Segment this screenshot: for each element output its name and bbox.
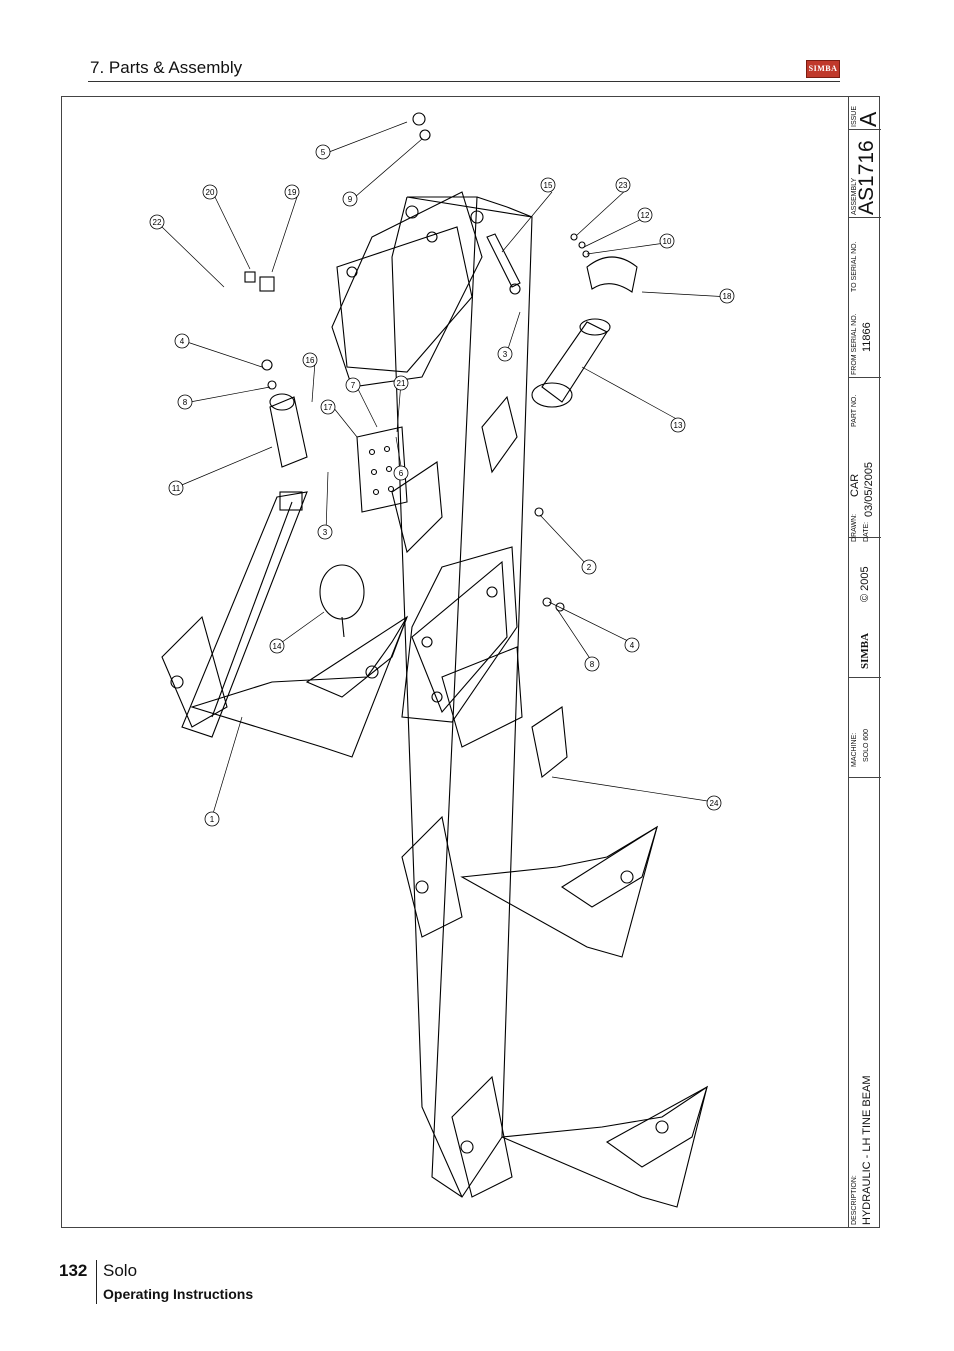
- pivot-pin: [486, 233, 521, 295]
- callout-3: 3: [503, 350, 508, 359]
- callout-18: 18: [723, 292, 732, 301]
- drawn-label: DRAWN:: [851, 513, 858, 542]
- callout-12: 12: [641, 211, 650, 220]
- callout-8: 8: [590, 660, 595, 669]
- title-block: ISSUE A ASSEMBLY AS1716 TO SERIAL NO. FR…: [848, 97, 881, 1227]
- assembly-number: AS1716: [855, 140, 878, 215]
- tine-assembly-3: [451, 1075, 708, 1208]
- callout-4: 4: [630, 641, 635, 650]
- description-value: HYDRAULIC - LH TINE BEAM: [861, 1075, 873, 1225]
- date-value: 03/05/2005: [863, 461, 875, 517]
- footer-divider: [96, 1260, 97, 1304]
- date-label: DATE:: [863, 521, 870, 542]
- from-serial-label: FROM SERIAL NO.: [851, 313, 858, 375]
- valve-block: [356, 426, 408, 513]
- callout-17: 17: [324, 403, 333, 412]
- main-beam: [391, 196, 533, 1198]
- page-number: 132: [59, 1261, 88, 1280]
- callout-6: 6: [399, 469, 404, 478]
- drawn-value: CAR: [849, 473, 861, 497]
- machine-value: SOLO 600: [863, 728, 870, 762]
- callout-11: 11: [172, 484, 181, 493]
- section-title: 7. Parts & Assembly: [90, 58, 243, 77]
- callout-15: 15: [544, 181, 553, 190]
- callout-8: 8: [183, 398, 188, 407]
- tine-assembly-1: [161, 615, 409, 758]
- document-name: Operating Instructions: [103, 1286, 254, 1302]
- callout-4: 4: [180, 337, 185, 346]
- exploded-parts-drawing: 5 9 20 19 22 15 23 12 10 18 3 13 4 8 16 …: [149, 112, 735, 1208]
- hydraulic-cylinder: [531, 318, 611, 408]
- brand-logo-text: SIMBA: [808, 64, 838, 73]
- callout-9: 9: [348, 195, 353, 204]
- callout-21: 21: [397, 379, 406, 388]
- hydraulic-arm: [181, 491, 308, 738]
- drawing-frame: [61, 96, 880, 1228]
- to-serial-label: TO SERIAL NO.: [851, 241, 858, 292]
- callout-3: 3: [323, 528, 328, 537]
- issue-value: A: [855, 111, 881, 127]
- callout-24: 24: [710, 799, 719, 808]
- callout-10: 10: [663, 237, 672, 246]
- copyright: © 2005: [859, 566, 871, 602]
- tb-divider: [849, 537, 881, 538]
- callout-1: 1: [210, 815, 215, 824]
- description-label: DESCRIPTION:: [851, 1175, 858, 1225]
- callout-2: 2: [587, 563, 592, 572]
- tine-assembly-2: [401, 815, 658, 958]
- part-no-label: PART NO.: [851, 394, 858, 427]
- callout-5: 5: [321, 148, 326, 157]
- callout-13: 13: [674, 421, 683, 430]
- callout-22: 22: [153, 218, 162, 227]
- callout-7: 7: [351, 381, 356, 390]
- brand-logo: SIMBA: [806, 60, 840, 78]
- tb-divider: [849, 677, 881, 678]
- callout-16: 16: [306, 356, 315, 365]
- header-divider: [88, 81, 840, 82]
- top-bracket: [331, 191, 484, 388]
- title-block-logo: SIMBA: [859, 632, 871, 669]
- product-name: Solo: [103, 1261, 138, 1280]
- callout-20: 20: [206, 188, 215, 197]
- tb-divider: [849, 377, 881, 378]
- cylinder-clamp: [586, 256, 638, 293]
- accumulator: [319, 564, 365, 638]
- callout-23: 23: [619, 181, 628, 190]
- from-serial-value: 11866: [861, 322, 873, 352]
- callout-19: 19: [288, 188, 297, 197]
- callout-14: 14: [273, 642, 282, 651]
- middle-plate: [401, 546, 518, 723]
- machine-label: MACHINE:: [851, 732, 858, 767]
- tb-divider: [849, 777, 881, 778]
- tb-divider: [849, 129, 881, 130]
- tb-divider: [849, 217, 881, 218]
